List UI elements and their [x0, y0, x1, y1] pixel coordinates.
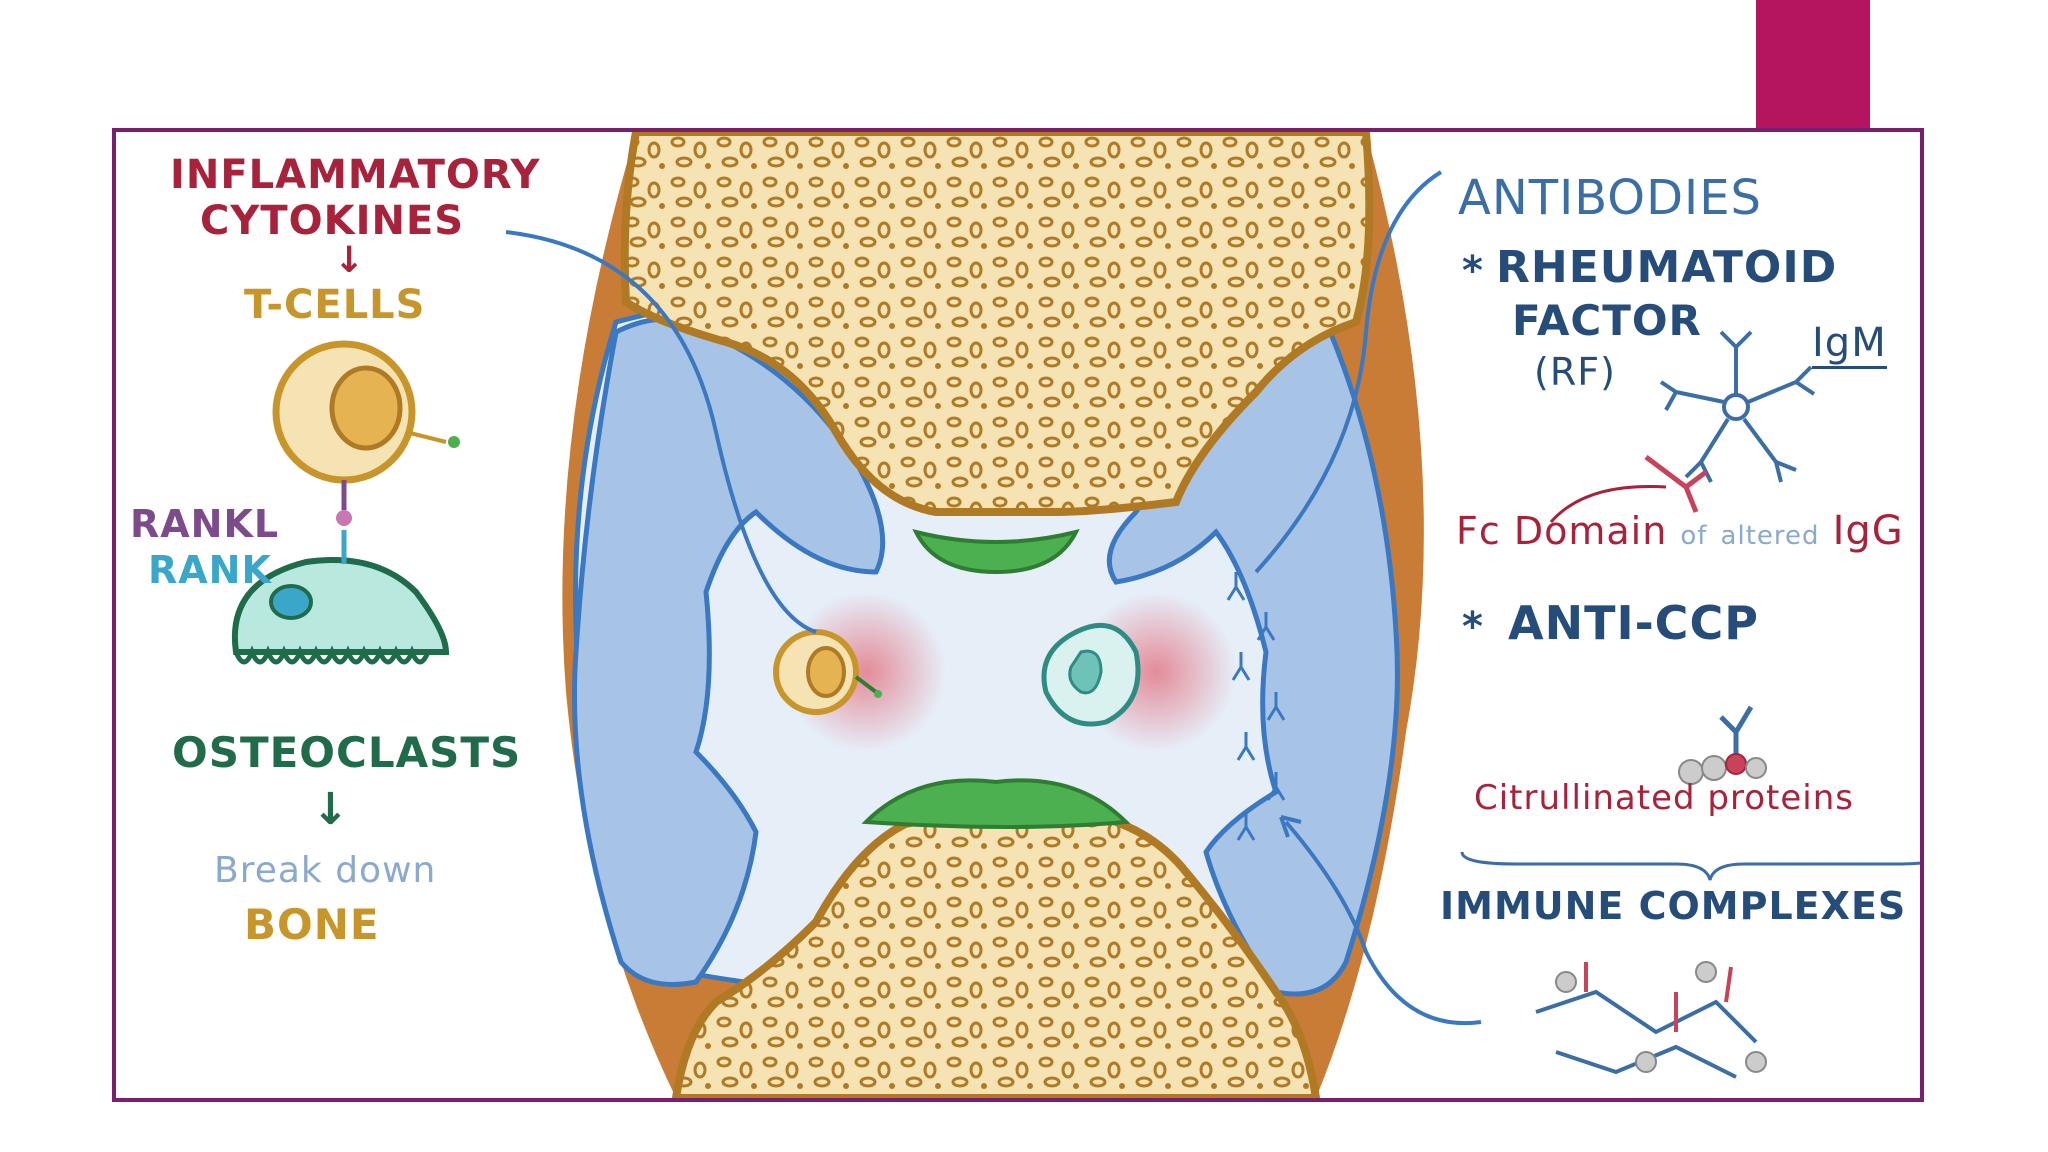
label-antibodies: ANTIBODIES — [1458, 170, 1762, 226]
arrow-osteoclasts-bone: ↓ — [312, 784, 349, 835]
immune-complex-icon — [1535, 961, 1767, 1079]
igm-icon — [1659, 330, 1816, 483]
fc-igg-text: IgG — [1832, 508, 1904, 554]
accent-tab-rect — [1756, 0, 1870, 128]
osteoclast-icon — [231, 530, 450, 665]
bullet-ccp: * — [1462, 604, 1484, 650]
label-cytokines: CYTOKINES — [200, 198, 465, 244]
label-rheumatoid: RHEUMATOID — [1496, 242, 1838, 293]
label-rankl: RANKL — [130, 502, 280, 546]
label-citrullinated: Citrullinated proteins — [1474, 778, 1854, 818]
label-igm: IgM — [1812, 320, 1887, 369]
fc-altered-text: altered — [1720, 521, 1820, 551]
label-bone: BONE — [244, 900, 380, 949]
label-factor: FACTOR — [1512, 296, 1702, 345]
label-immune-complexes: IMMUNE COMPLEXES — [1440, 884, 1907, 928]
antibody-icon-igg — [1644, 455, 1708, 513]
fc-connector — [1549, 484, 1667, 523]
t-cell-icon — [272, 340, 460, 526]
fc-domain-text: Fc Domain — [1456, 509, 1668, 553]
connector-cytokines — [505, 230, 817, 634]
label-tcells: T-CELLS — [244, 282, 426, 328]
arrow-cytokines-tcells: ↓ — [334, 240, 365, 281]
accent-tab — [1756, 0, 1870, 128]
cartilage-top — [912, 529, 1080, 575]
connector-arrowhead — [1279, 815, 1302, 838]
macrophage-icon — [1041, 622, 1141, 727]
brace — [1460, 851, 1920, 881]
label-rf: (RF) — [1534, 350, 1616, 394]
label-inflammatory: INFLAMMATORY — [170, 152, 541, 198]
label-osteoclasts: OSTEOCLASTS — [172, 728, 522, 777]
diagram-frame: INFLAMMATORY CYTOKINES ↓ T-CELLS RANKL R… — [112, 128, 1924, 1102]
connector-antibodies — [1254, 170, 1443, 574]
label-rank: RANK — [148, 548, 272, 592]
bone-top — [620, 132, 1374, 516]
label-fc-domain: Fc Domain of altered IgG — [1456, 508, 1904, 554]
cartilage-bottom — [861, 778, 1131, 829]
fc-of-text: of — [1680, 521, 1708, 551]
bullet-rf: * — [1462, 248, 1484, 294]
joint-diagram — [231, 132, 1920, 1098]
label-anti-ccp: ANTI-CCP — [1508, 596, 1759, 650]
antibody-icon-ccp — [1678, 705, 1767, 785]
antibody-icon-cluster — [1226, 572, 1286, 841]
connector-immune-complexes — [1284, 820, 1482, 1026]
label-breakdown: Break down — [214, 850, 437, 891]
